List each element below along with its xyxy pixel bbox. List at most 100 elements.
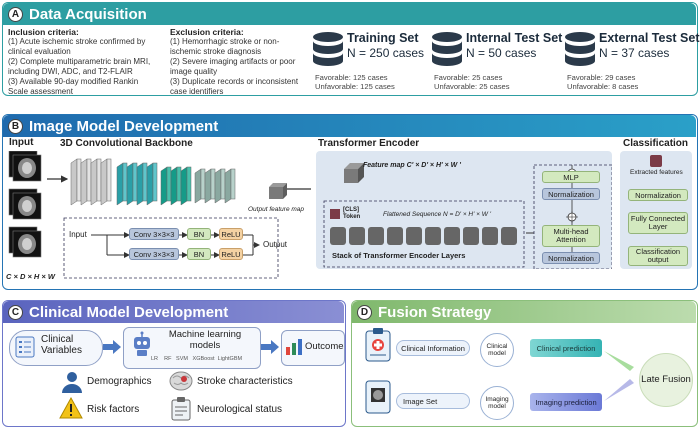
feature-map-label: Feature map C' × D' × H' × W ': [363, 162, 461, 169]
image-model-panel: B Image Model Development Input C × D × …: [2, 114, 698, 290]
normalization-block-1: Normalization: [542, 188, 600, 200]
ml-models-list: LR RF SVM XGBoost LightGBM: [151, 356, 243, 362]
exclusion-title: Exclusion criteria:: [170, 27, 244, 37]
inclusion-line: (1) Acute ischemic stroke confirmed by: [8, 37, 146, 46]
section-badge-d: D: [357, 304, 372, 320]
token: [368, 227, 384, 245]
relu-block-2: ReLU: [219, 248, 243, 260]
arrow-icon: [103, 340, 121, 354]
data-acquisition-header: A Data Acquisition: [3, 3, 696, 25]
token: [406, 227, 422, 245]
database-icon: [432, 32, 462, 66]
clinical-prediction-box: Clinical prediction: [530, 339, 602, 357]
exclusion-line: (1) Hemorrhagic stroke or non-: [170, 37, 280, 46]
token: [463, 227, 479, 245]
fully-connected-block: Fully Connected Layer: [628, 212, 688, 234]
classification-output: Classification output: [628, 246, 688, 266]
ml-models-label: Machine learning models: [168, 329, 242, 351]
mlp-block: MLP: [542, 171, 600, 183]
internal-favorable: Favorable: 25 cases: [434, 73, 503, 82]
clinical-information-pill: Clinical Information: [396, 340, 470, 356]
clipboard-icon: [171, 397, 191, 421]
external-favorable: Favorable: 29 cases: [567, 73, 636, 82]
neurological-status-label: Neurological status: [197, 404, 283, 415]
training-unfavorable: Unfavorable: 125 cases: [315, 82, 395, 91]
data-acquisition-title: Data Acquisition: [29, 5, 147, 23]
exclusion-line: case identifiers: [170, 87, 224, 96]
inclusion-line: clinical evaluation: [8, 47, 71, 56]
warning-icon: [59, 397, 83, 419]
inclusion-line: (3) Available 90-day modified Rankin: [8, 77, 139, 86]
inclusion-line: including DWI, ADC, and T2-FLAIR: [8, 67, 133, 76]
extracted-label: Extracted features: [630, 169, 683, 176]
conv-block-1: Conv 3×3×3: [129, 228, 179, 240]
demographics-label: Demographics: [87, 376, 152, 387]
image-file-icon: [365, 380, 391, 414]
fusion-strategy-panel: D Fusion Strategy Clinical Information C…: [351, 300, 698, 427]
bar-chart-icon: [286, 339, 302, 355]
list-icon: [15, 336, 35, 358]
extracted-feature-icon: [650, 155, 662, 167]
input-dims: C × D × H × W: [6, 272, 55, 281]
cls-token-label: [CLS] Token: [343, 207, 360, 221]
exclusion-criteria: Exclusion criteria: (1) Hemorrhagic stro…: [170, 27, 315, 97]
residual-input-label: Input: [69, 230, 87, 239]
clinical-model-circle: Clinical model: [480, 333, 514, 367]
internal-unfavorable: Unfavorable: 25 cases: [434, 82, 510, 91]
mha-block: Multi-head Attention: [542, 225, 600, 247]
flattened-label: Flattened Sequence N = D' × H' × W ': [383, 211, 491, 218]
mri-stack-icon: [8, 151, 42, 258]
training-set-count: N = 250 cases: [347, 46, 425, 60]
clinical-record-icon: [365, 328, 391, 362]
relu-block-1: ReLU: [219, 228, 243, 240]
image-model-header: B Image Model Development: [3, 115, 696, 137]
clinical-model-title: Clinical Model Development: [29, 303, 229, 321]
section-badge-a: A: [8, 6, 23, 22]
token: [330, 227, 346, 245]
merge-arrows-icon: [604, 351, 634, 401]
risk-factors-label: Risk factors: [87, 404, 140, 415]
late-fusion-circle: Late Fusion: [639, 353, 693, 407]
output-feature-label: Output feature map: [248, 206, 305, 213]
token: [482, 227, 498, 245]
imaging-model-circle: Imaging model: [480, 386, 514, 420]
backbone-title: 3D Convolutional Backbone: [60, 138, 193, 149]
inclusion-line: (2) Complete multiparametric brain MRI,: [8, 57, 151, 66]
exclusion-line: (2) Severe imaging artifacts or poor: [170, 57, 296, 66]
transformer-title: Transformer Encoder: [318, 138, 420, 149]
token: [387, 227, 403, 245]
fusion-strategy-header: D Fusion Strategy: [352, 301, 696, 323]
exclusion-line: image quality: [170, 67, 218, 76]
section-badge-b: B: [8, 118, 23, 134]
token: [349, 227, 365, 245]
residual-output-label: Output: [263, 240, 288, 249]
database-icon: [565, 32, 595, 66]
internal-test-title: Internal Test Set: [466, 31, 563, 45]
external-test-title: External Test Set: [599, 31, 700, 45]
section-badge-c: C: [8, 304, 23, 320]
outcome-label: Outcome: [305, 341, 344, 352]
imaging-prediction-box: Imaging prediction: [530, 393, 602, 411]
person-icon: [62, 372, 82, 393]
fusion-strategy-title: Fusion Strategy: [378, 303, 492, 321]
database-icon: [313, 32, 343, 66]
classification-title: Classification: [623, 138, 689, 149]
token-label: Token: [343, 214, 361, 220]
backbone-diagram: [47, 158, 311, 279]
token-sequence: [330, 227, 518, 247]
clinical-model-panel: C Clinical Model Development Clinical Va…: [2, 300, 346, 427]
inclusion-title: Inclusion criteria:: [8, 27, 79, 37]
bn-block-2: BN: [187, 248, 211, 260]
robot-icon: [134, 331, 150, 356]
inclusion-line: Scale assessment: [8, 87, 73, 96]
stack-label: Stack of Transformer Encoder Layers: [332, 251, 466, 260]
image-model-title: Image Model Development: [29, 117, 219, 135]
stroke-characteristics-label: Stroke characteristics: [197, 376, 293, 387]
transformer-bg: [316, 151, 612, 269]
training-favorable: Favorable: 125 cases: [315, 73, 388, 82]
image-set-pill: Image Set: [396, 393, 470, 409]
token: [425, 227, 441, 245]
internal-test-count: N = 50 cases: [466, 46, 537, 60]
exclusion-line: (3) Duplicate records or inconsistent: [170, 77, 299, 86]
training-set-title: Training Set: [347, 31, 419, 45]
